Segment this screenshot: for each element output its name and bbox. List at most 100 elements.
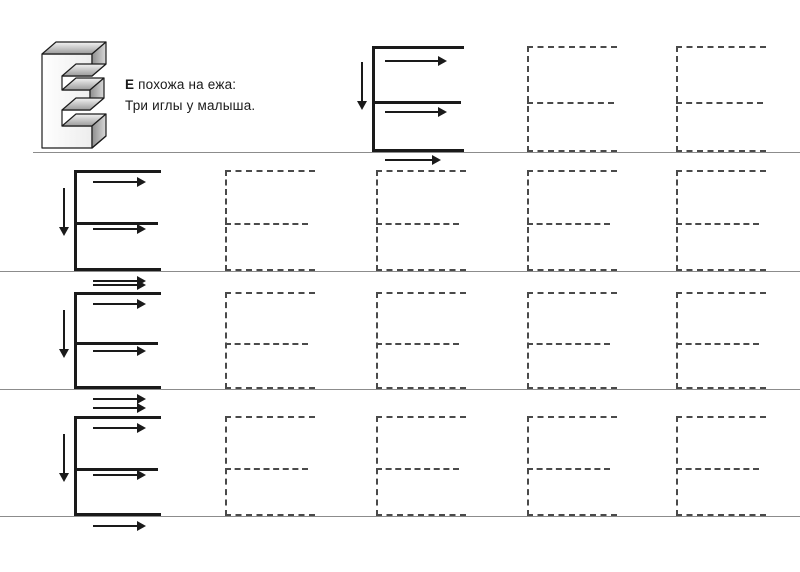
letter-bottom-bar: [527, 269, 617, 271]
model-letter-solid: [74, 292, 161, 389]
letter-bottom-bar: [676, 269, 766, 271]
letter-stem: [376, 416, 378, 516]
traced-letter[interactable]: [376, 292, 466, 389]
letter-stem: [225, 170, 227, 271]
letter-middle-bar: [74, 468, 158, 471]
arrow-right-icon-middle: [385, 107, 447, 117]
letter-stem: [527, 292, 529, 389]
letter-middle-bar: [225, 223, 308, 225]
letter-stem: [527, 46, 529, 152]
letter-top-bar: [376, 170, 466, 172]
traced-letter[interactable]: [676, 170, 766, 271]
model-letter-solid: [74, 416, 161, 516]
arrow-right-icon-bottom: [93, 521, 146, 531]
traced-letter[interactable]: [527, 416, 617, 516]
traced-letter[interactable]: [527, 46, 617, 152]
arrow-down-icon: [59, 310, 69, 358]
letter-middle-bar: [676, 223, 759, 225]
letter-bottom-bar: [376, 269, 466, 271]
arrow-right-icon-top: [93, 423, 146, 433]
letter-stem: [376, 292, 378, 389]
letter-stem: [676, 416, 678, 516]
practice-row-4: [0, 396, 800, 531]
letter-middle-bar: [376, 223, 459, 225]
letter-middle-bar: [676, 468, 759, 470]
letter-bottom-bar: [676, 514, 766, 516]
letter-bottom-bar: [376, 387, 466, 389]
letter-bottom-bar: [372, 149, 464, 152]
writing-baseline: [0, 516, 800, 517]
letter-stem: [676, 292, 678, 389]
letter-middle-bar: [376, 343, 459, 345]
letter-middle-bar: [74, 222, 158, 225]
letter-stem: [676, 46, 678, 152]
letter-stem: [376, 170, 378, 271]
letter-stem: [527, 416, 529, 516]
letter-top-bar: [676, 292, 766, 294]
letter-top-bar: [527, 46, 617, 48]
arrow-right-icon-bottom: [93, 394, 146, 404]
rhyme-capital-letter: Е: [125, 77, 135, 92]
letter-middle-bar: [372, 101, 461, 104]
letter-middle-bar: [74, 342, 158, 345]
letter-middle-bar: [676, 343, 759, 345]
letter-3d-illustration: [41, 41, 107, 149]
rhyme-line-1: похожа на ежа:: [134, 77, 237, 92]
traced-letter[interactable]: [676, 46, 766, 152]
letter-top-bar: [74, 170, 161, 173]
letter-middle-bar: [527, 223, 610, 225]
letter-top-bar: [225, 292, 315, 294]
letter-bottom-bar: [74, 268, 161, 271]
arrow-right-icon-lead: [93, 280, 146, 290]
letter-top-bar: [74, 292, 161, 295]
arrow-right-icon-bottom: [385, 155, 441, 165]
letter-bottom-bar: [527, 514, 617, 516]
letter-stem: [225, 292, 227, 389]
letter-middle-bar: [225, 468, 308, 470]
traced-letter[interactable]: [225, 416, 315, 516]
letter-stem: [527, 170, 529, 271]
letter-stem: [676, 170, 678, 271]
letter-bottom-bar: [225, 387, 315, 389]
letter-middle-bar: [527, 102, 614, 104]
letter-top-bar: [74, 416, 161, 419]
letter-bottom-bar: [676, 150, 766, 152]
letter-bottom-bar: [225, 269, 315, 271]
traced-letter[interactable]: [225, 292, 315, 389]
arrow-down-icon: [59, 188, 69, 236]
traced-letter[interactable]: [527, 170, 617, 271]
traced-letter[interactable]: [376, 416, 466, 516]
letter-stem: [74, 416, 77, 516]
practice-row-3: [0, 278, 800, 404]
letter-top-bar: [376, 416, 466, 418]
traced-letter[interactable]: [225, 170, 315, 271]
rhyme-line-2: Три иглы у малыша.: [125, 98, 256, 113]
traced-letter[interactable]: [676, 292, 766, 389]
letter-middle-bar: [676, 102, 763, 104]
letter-top-bar: [372, 46, 464, 49]
model-letter-solid: [74, 170, 161, 271]
model-letter-solid: [372, 46, 464, 152]
letter-top-bar: [676, 416, 766, 418]
arrow-right-icon-middle: [93, 470, 146, 480]
traced-letter[interactable]: [676, 416, 766, 516]
letter-middle-bar: [527, 343, 610, 345]
letter-top-bar: [225, 416, 315, 418]
letter-stem: [74, 292, 77, 389]
writing-baseline: [0, 389, 800, 390]
traced-letter[interactable]: [376, 170, 466, 271]
letter-middle-bar: [225, 343, 308, 345]
letter-bottom-bar: [225, 514, 315, 516]
arrow-down-icon: [357, 62, 367, 110]
rhyme-text: Е похожа на ежа: Три иглы у малыша.: [125, 74, 325, 116]
letter-top-bar: [527, 416, 617, 418]
traced-letter[interactable]: [527, 292, 617, 389]
writing-baseline: [0, 271, 800, 272]
letter-top-bar: [527, 170, 617, 172]
arrow-down-icon: [59, 434, 69, 482]
arrow-right-icon-top: [93, 177, 146, 187]
arrow-right-icon-lead: [93, 403, 146, 413]
letter-top-bar: [376, 292, 466, 294]
letter-bottom-bar: [527, 387, 617, 389]
